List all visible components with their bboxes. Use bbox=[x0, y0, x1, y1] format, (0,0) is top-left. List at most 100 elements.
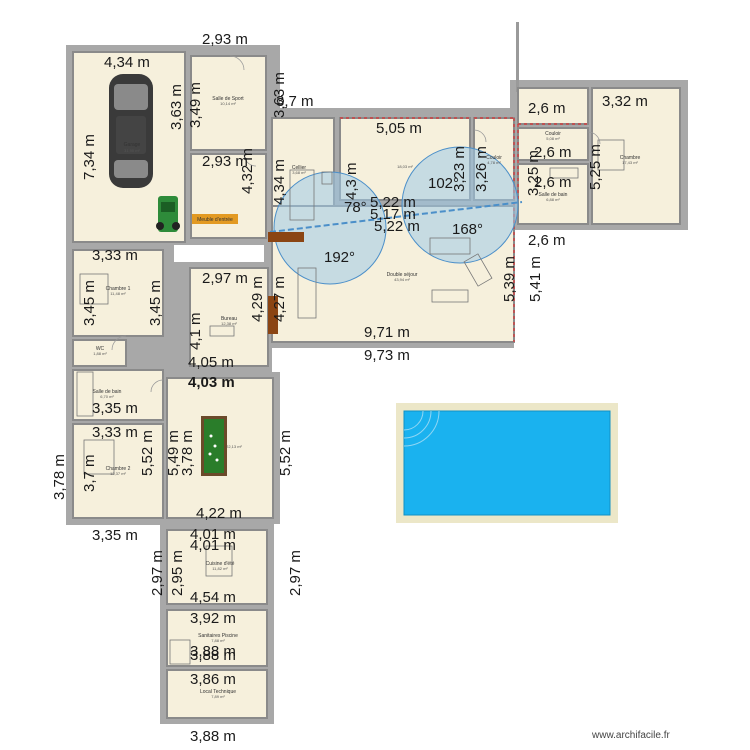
label-sdb2: Salle de bain bbox=[93, 389, 122, 395]
furniture bbox=[76, 139, 625, 665]
dim-6: 2,93 m bbox=[202, 153, 248, 170]
angle-78: 78° bbox=[344, 199, 367, 216]
area-bureau: 12,38 m² bbox=[221, 321, 237, 326]
label-garage: Garage bbox=[124, 142, 141, 148]
area-sport: 10,14 m² bbox=[220, 101, 236, 106]
partition-lines bbox=[340, 117, 588, 342]
area-billard: 22,13 m² bbox=[226, 444, 242, 449]
dim-11: 4,3 m bbox=[343, 162, 360, 200]
label-chambre: Chambre bbox=[620, 155, 641, 161]
room-sdb2[interactable] bbox=[72, 369, 164, 421]
dim-43: 3,78 m bbox=[51, 454, 68, 500]
dim-54: 3,92 m bbox=[190, 610, 236, 627]
garden-wall bbox=[516, 22, 519, 92]
room-sdb1[interactable] bbox=[517, 163, 589, 225]
dim-30: 4,1 m bbox=[187, 312, 204, 350]
room-couloir2-top[interactable] bbox=[517, 87, 589, 125]
label-chambre1: Chambre 1 bbox=[106, 286, 131, 292]
room-chambre1[interactable] bbox=[72, 249, 164, 337]
dim-42: 5,52 m bbox=[277, 430, 294, 476]
dim-21: 5,17 m bbox=[370, 206, 416, 223]
room-local[interactable] bbox=[166, 669, 268, 719]
dim-20: 5,22 m bbox=[370, 194, 416, 211]
room-wc[interactable] bbox=[72, 339, 127, 367]
dim-49: 2,97 m bbox=[149, 550, 166, 596]
label-sejour: Double séjour bbox=[387, 272, 418, 278]
area-chambre: 17,43 m² bbox=[622, 160, 638, 165]
dim-18: 3,25 m bbox=[525, 150, 542, 196]
angle-labels: 78° 102° 192° 168° bbox=[324, 175, 483, 266]
room-sanitaires[interactable] bbox=[166, 609, 268, 667]
entry-cabinet-label: Meuble d'entrée bbox=[197, 217, 233, 223]
dim-29: 4,27 m bbox=[271, 276, 288, 322]
watermark: www.archifacile.fr bbox=[591, 730, 670, 741]
area-cuisine-ete: 11,82 m² bbox=[212, 566, 228, 571]
dim-56: 3,86 m bbox=[190, 671, 236, 688]
pool-ripple bbox=[403, 410, 440, 447]
dim-15: 3,32 m bbox=[602, 93, 648, 110]
dim-25: 3,45 m bbox=[81, 280, 98, 326]
area-chambre2: 12,37 m² bbox=[110, 471, 126, 476]
dim-52: 4,54 m bbox=[190, 589, 236, 606]
dim-12: 3,23 m bbox=[451, 146, 468, 192]
area-local: 7,89 m² bbox=[211, 694, 225, 699]
dim-50: 2,95 m bbox=[169, 550, 186, 596]
dim-40: 5,49 m bbox=[165, 430, 182, 476]
dim-17: 2,6 m bbox=[534, 174, 572, 191]
dim-19: 5,25 m bbox=[587, 144, 604, 190]
dim-3: 3,49 m bbox=[187, 82, 204, 128]
dim-35: 9,73 m bbox=[364, 347, 410, 364]
label-couloir2: Couloir bbox=[545, 131, 561, 137]
area-sdb1: 6,88 m² bbox=[546, 197, 560, 202]
label-wc: WC bbox=[96, 346, 105, 352]
dim-7: 4,32 m bbox=[239, 148, 256, 194]
dim-0: 2,93 m bbox=[202, 31, 248, 48]
label-chambre2: Chambre 2 bbox=[106, 466, 131, 472]
label-sanitaires: Sanitaires Piscine bbox=[198, 633, 238, 639]
dim-45: 4,22 m bbox=[196, 505, 242, 522]
area-sejour: 43,94 m² bbox=[394, 277, 410, 282]
dim-4: 3,7 m bbox=[276, 93, 314, 110]
room-cuisine-ete[interactable] bbox=[166, 529, 268, 605]
dim-51: 2,97 m bbox=[287, 550, 304, 596]
area-couloir2: 5,08 m² bbox=[546, 136, 560, 141]
dim-39: 5,52 m bbox=[139, 430, 156, 476]
area-chambre1: 11,48 m² bbox=[110, 291, 126, 296]
car-icon bbox=[109, 74, 153, 188]
mower-icon bbox=[156, 196, 180, 232]
area-wc: 1,88 m² bbox=[93, 351, 107, 356]
room-chambre[interactable] bbox=[591, 87, 681, 225]
door-swings bbox=[111, 55, 601, 393]
dim-9: 5,05 m bbox=[376, 120, 422, 137]
dim-2: 3,63 m bbox=[168, 84, 185, 130]
angle-102: 102° bbox=[428, 175, 459, 192]
room-couloir2[interactable] bbox=[517, 127, 589, 161]
dim-22: 5,22 m bbox=[374, 218, 420, 235]
stair bbox=[268, 296, 278, 334]
label-bureau: Bureau bbox=[221, 316, 237, 322]
label-sdb1: Salle de bain bbox=[539, 192, 568, 198]
fireplace bbox=[268, 232, 304, 242]
area-sdb2: 6,70 m² bbox=[100, 394, 114, 399]
dim-5: 7,34 m bbox=[81, 134, 98, 180]
entry-cabinet bbox=[192, 214, 238, 224]
measure-line bbox=[269, 201, 523, 233]
label-local: Local Technique bbox=[200, 689, 236, 695]
dim-53: 3,88 m bbox=[190, 647, 236, 664]
dim-48: 4,01 m bbox=[190, 537, 236, 554]
angle-192: 192° bbox=[324, 249, 355, 266]
area-cuisine: 18,03 m² bbox=[397, 164, 413, 169]
label-cellier: Cellier bbox=[292, 165, 307, 171]
angle-168: 168° bbox=[452, 221, 483, 238]
dim-27: 2,97 m bbox=[202, 270, 248, 287]
dim-41: 3,78 m bbox=[179, 430, 196, 476]
room-sport[interactable] bbox=[190, 55, 267, 151]
label-sport: Salle de Sport bbox=[212, 96, 244, 102]
dim-37: 3,35 m bbox=[92, 400, 138, 417]
area-cellier: 3,68 m² bbox=[292, 170, 306, 175]
area-garage: 31,90 m² bbox=[124, 148, 140, 153]
pool[interactable] bbox=[396, 403, 618, 523]
dim-14: 2,6 m bbox=[528, 100, 566, 117]
dim-13: 3,26 m bbox=[473, 146, 490, 192]
dim-32: 5,41 m bbox=[527, 256, 544, 302]
